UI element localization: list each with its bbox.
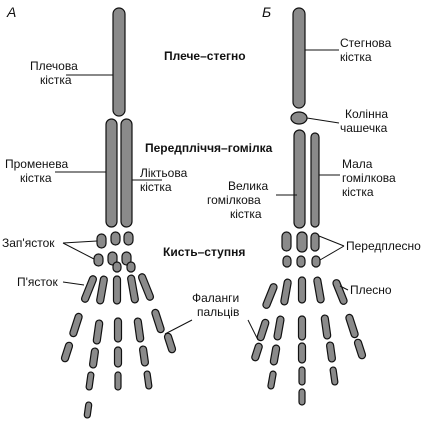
phalanx-bone xyxy=(69,312,83,338)
label-femur-line1: Стегнова xyxy=(340,36,392,50)
label-fibula-line1: Мала xyxy=(342,157,373,171)
label-ulna-line1: Ліктьова xyxy=(140,166,188,180)
phalanx-bone xyxy=(88,347,100,369)
label-radius-line1: Променева xyxy=(5,157,68,171)
metatarsal-bone xyxy=(332,279,348,305)
carpal-bone xyxy=(96,233,107,249)
phalanx-bone xyxy=(151,308,165,334)
phalanx-bone xyxy=(83,401,93,419)
panel-letter-right: Б xyxy=(262,4,271,20)
label-ulna-line2: кістка xyxy=(140,180,172,194)
label-radius-line2: кістка xyxy=(20,171,52,185)
phalanx-bone xyxy=(92,319,104,345)
phalanx-bone xyxy=(273,315,285,341)
label-phalanges-line2: пальців xyxy=(197,305,239,319)
phalanx-bone xyxy=(256,318,270,342)
tarsal-bone xyxy=(281,231,292,252)
metacarpal-bone xyxy=(96,275,108,305)
metacarpal-bone xyxy=(137,273,155,301)
label-patella-line2: чашечка xyxy=(340,121,388,135)
label-fibula-line3: кістка xyxy=(342,185,374,199)
phalanx-bone xyxy=(297,315,307,341)
carpal-bone xyxy=(123,231,134,246)
phalanx-bone xyxy=(345,313,359,339)
patella-bone xyxy=(290,111,308,125)
tarsal-bone xyxy=(310,232,320,252)
tarsal-bone xyxy=(296,231,308,253)
femur-bone xyxy=(292,7,306,109)
leg-bones xyxy=(251,7,367,406)
tarsal-bone xyxy=(311,255,321,268)
carpal-bone xyxy=(121,251,132,266)
label-tibia-line3: кістка xyxy=(230,207,262,221)
phalanx-bone xyxy=(298,388,306,406)
phalanx-bone xyxy=(353,338,367,360)
metatarsal-bone xyxy=(297,276,307,304)
label-tibia-line1: Велика xyxy=(228,179,268,193)
phalanx-bone xyxy=(113,346,123,368)
fibula-bone xyxy=(310,132,320,228)
phalanx-bone xyxy=(114,371,122,391)
phalanx-bone xyxy=(133,317,145,343)
heading-hand-foot: Кисть–ступня xyxy=(163,245,245,259)
toe-phalanges xyxy=(251,313,367,406)
phalanx-bone xyxy=(298,366,306,386)
arm-bones xyxy=(60,7,177,419)
metacarpal-bones xyxy=(80,273,155,305)
phalanx-bone xyxy=(85,371,95,391)
metatarsal-bone xyxy=(280,278,292,306)
carpal-bones xyxy=(93,231,136,273)
tarsal-bone xyxy=(282,255,292,268)
label-metatarsus: Плесно xyxy=(350,283,392,297)
label-humerus-line1: Плечова xyxy=(30,59,78,73)
carpal-bone xyxy=(126,261,136,273)
humerus-bone xyxy=(112,7,126,117)
label-fibula-line2: гомілкова xyxy=(342,171,396,185)
phalanx-bone xyxy=(325,341,337,363)
phalanx-bone xyxy=(297,342,307,364)
label-phalanges-line1: Фаланги xyxy=(192,291,239,305)
phalanx-bone xyxy=(251,342,263,362)
label-humerus-line2: кістка xyxy=(40,73,72,87)
metacarpal-bone xyxy=(127,274,139,304)
metatarsal-bones xyxy=(262,276,348,309)
leader-lines xyxy=(55,49,349,341)
finger-phalanges xyxy=(60,308,177,419)
tarsal-bone xyxy=(296,255,306,268)
tibia-bone xyxy=(293,129,306,229)
phalanx-bone xyxy=(320,314,332,340)
phalanx-bone xyxy=(269,344,281,366)
metatarsal-bone xyxy=(262,283,278,309)
metacarpal-bone xyxy=(80,275,98,303)
label-tarsus: Передплесно xyxy=(346,239,421,253)
phalanx-bone xyxy=(60,341,74,363)
label-patella-line1: Колінна xyxy=(345,107,388,121)
phalanx-bone xyxy=(329,366,339,386)
metacarpal-bone xyxy=(112,275,122,305)
tarsal-bones xyxy=(281,231,321,268)
phalanx-bone xyxy=(163,332,177,354)
carpal-bone xyxy=(112,261,122,273)
phalanx-bone xyxy=(113,317,123,343)
carpal-bone xyxy=(110,231,121,246)
label-metacarpus: П'ясток xyxy=(17,275,58,289)
phalanx-bone xyxy=(138,345,150,367)
carpal-bone xyxy=(93,253,104,267)
metatarsal-bone xyxy=(313,276,325,304)
panel-letter-left: А xyxy=(6,4,16,20)
label-tibia-line2: гомілкова xyxy=(207,193,261,207)
radius-bone xyxy=(105,118,118,228)
phalanx-bone xyxy=(143,370,153,390)
label-carpus: Зап'ясток xyxy=(2,236,55,250)
heading-forearm-shin: Передпліччя–гомілка xyxy=(145,141,273,155)
carpal-bone xyxy=(107,251,118,266)
heading-shoulder-thigh: Плече–стегно xyxy=(164,49,246,63)
ulna-bone xyxy=(120,118,133,228)
label-femur-line2: кістка xyxy=(340,50,372,64)
phalanx-bone xyxy=(267,370,277,390)
